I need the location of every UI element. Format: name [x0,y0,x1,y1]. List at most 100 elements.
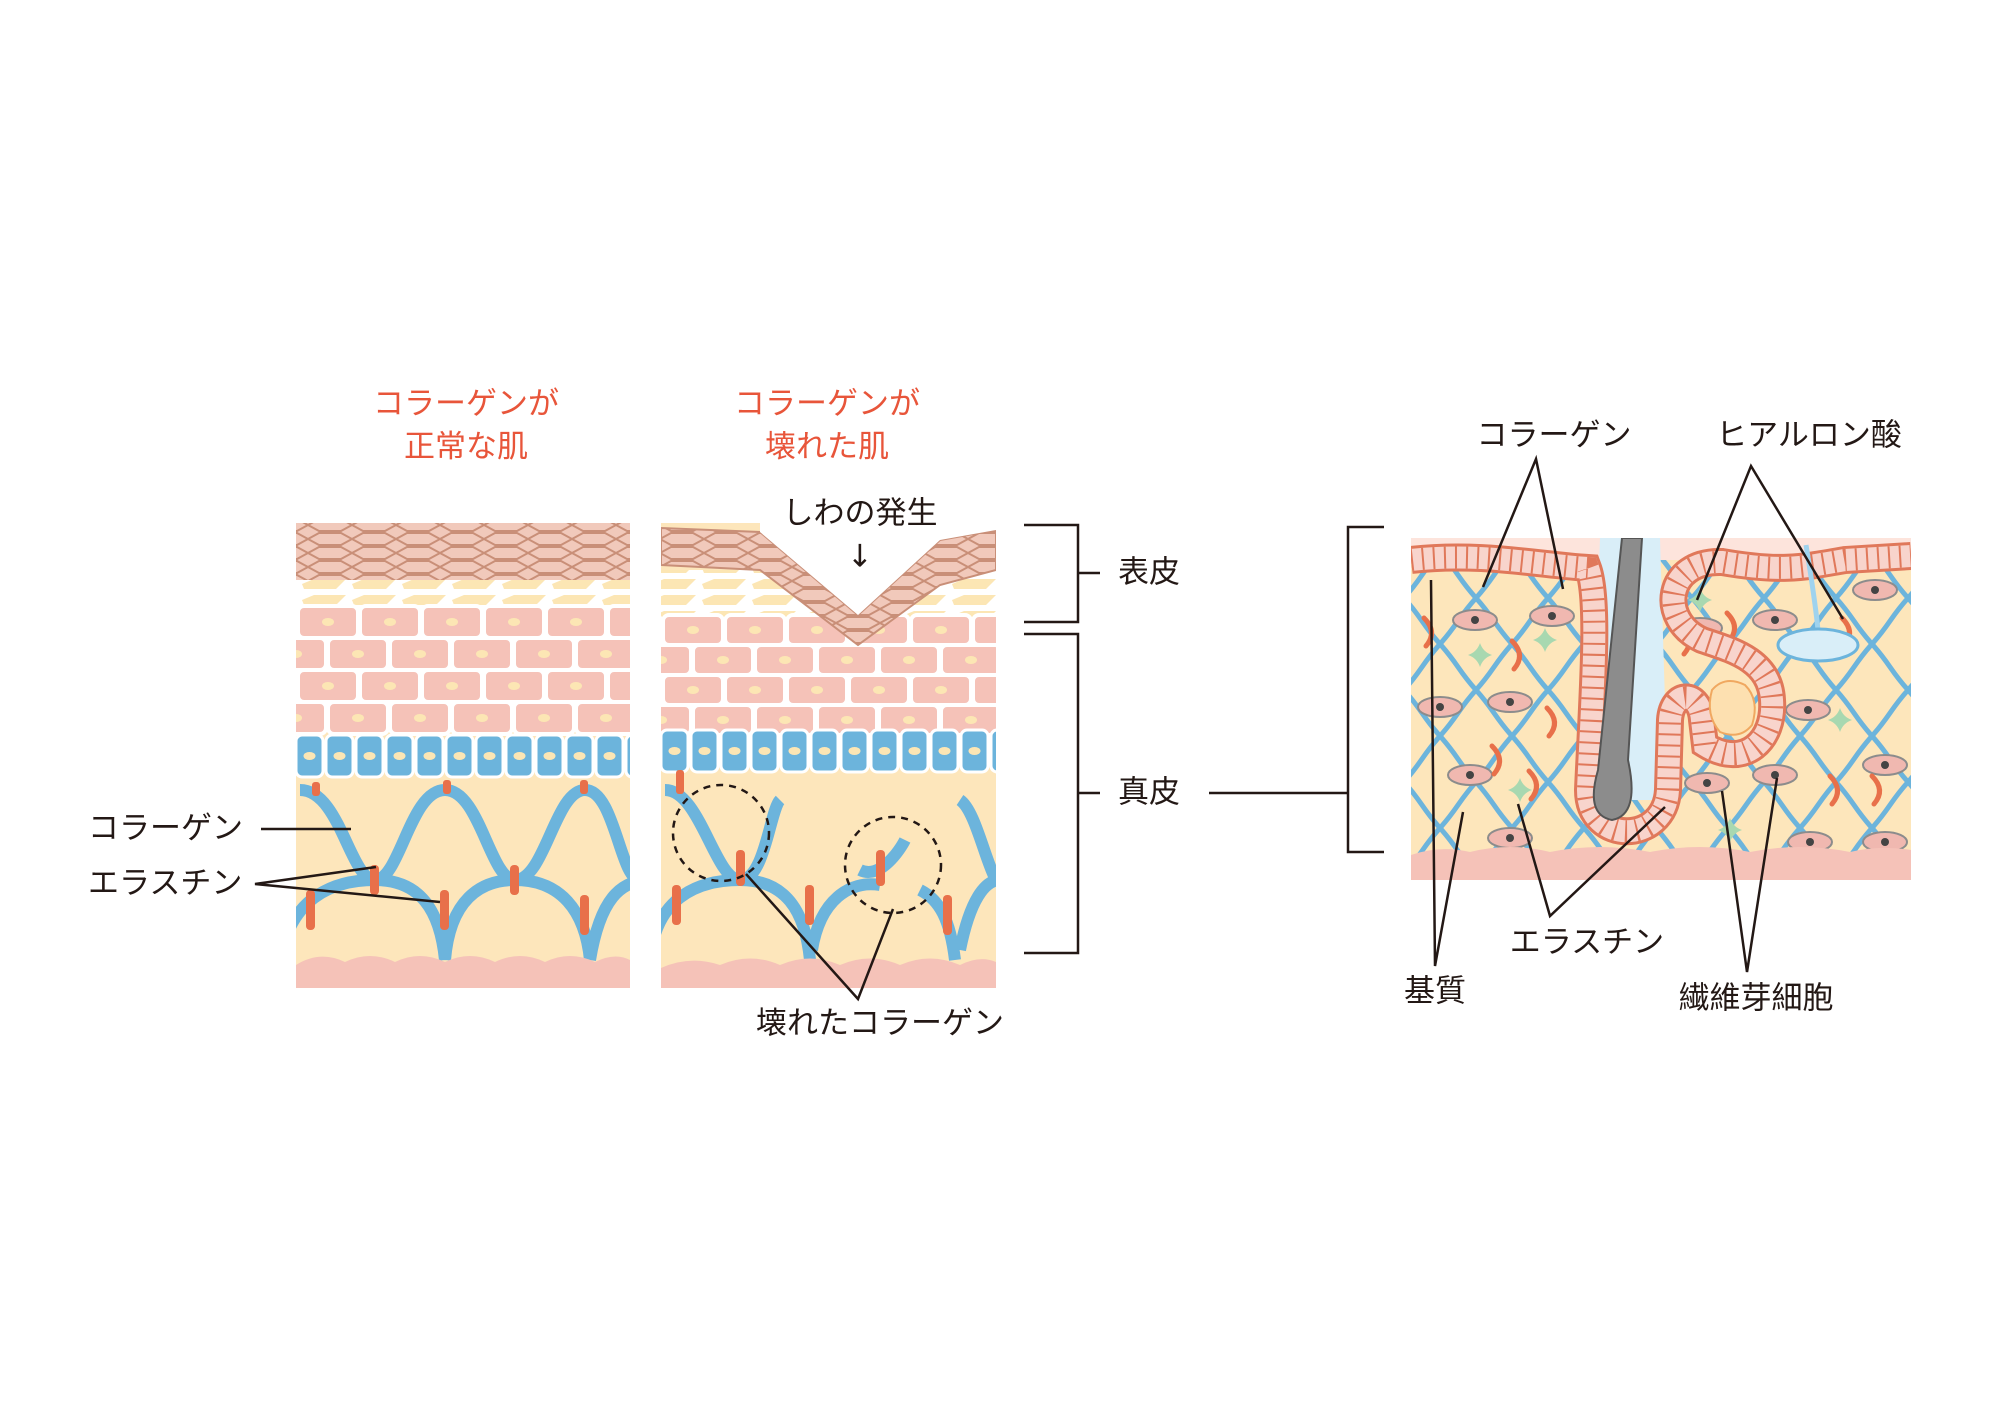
label-broken-collagen: 壊れたコラーゲン [756,1005,1004,1042]
title-damaged-skin: コラーゲンが 壊れた肌 [734,383,920,470]
cell-nucleus [363,752,376,760]
cell-nucleus [935,686,947,694]
spinous-cell [971,673,996,707]
cell-nucleus [303,752,316,760]
elastin-fiber [1544,705,1557,739]
layer-brackets [1024,523,1384,955]
cell-nucleus [717,656,729,664]
cell-nucleus [476,714,488,722]
fibroblast-nucleus [1436,703,1444,711]
cell-nucleus [260,682,272,690]
label-fibroblast: 繊維芽細胞 [1678,980,1834,1017]
cell-nucleus [811,626,823,634]
label-dermis: 真皮 [1118,774,1180,811]
fibroblast-nucleus [1506,834,1514,842]
elastin-fiber [1869,773,1882,807]
fibroblast-nucleus [1771,771,1779,779]
cell-nucleus [393,752,406,760]
cell-nucleus [779,656,791,664]
hyaluronic-acid-mark [1468,643,1492,667]
cell-nucleus [908,747,921,755]
cell-nucleus [508,618,520,626]
cell-nucleus [999,747,1011,755]
label-matrix: 基質 [1404,973,1466,1010]
cell-nucleus [632,618,644,626]
spinous-cell [606,668,630,704]
leader-lines-left [254,827,895,1002]
basal-cell [624,733,630,779]
cell-nucleus [903,656,915,664]
cell-nucleus [848,747,861,755]
hyaluronic-acid-mark [1508,778,1532,802]
cell-nucleus [600,714,612,722]
cell-nucleus [698,747,711,755]
label-wrinkle: しわの発生 [782,495,938,532]
label-collagen-right: コラーゲン [1476,417,1632,454]
cell-nucleus [333,752,346,760]
fibroblast-nucleus [1703,779,1711,787]
cell-nucleus [476,650,488,658]
cell-nucleus [758,747,771,755]
cell-nucleus [873,686,885,694]
cell-nucleus [322,618,334,626]
cell-nucleus [352,650,364,658]
damaged-skin-panel [661,523,1011,988]
title-normal-skin: コラーゲンが 正常な肌 [373,383,559,470]
cell-nucleus [687,626,699,634]
cell-nucleus [453,752,466,760]
cell-nucleus [668,747,681,755]
spinous-cell [296,670,298,702]
cell-nucleus [788,747,801,755]
cell-nucleus [935,626,947,634]
cell-nucleus [661,716,667,724]
cell-nucleus [446,618,458,626]
normal-skin-panel [260,523,644,988]
cell-nucleus [423,752,436,760]
cell-nucleus [573,752,586,760]
cell-nucleus [632,682,644,690]
label-collagen-left: コラーゲン [88,810,243,847]
cell-nucleus [903,716,915,724]
label-elastin-left: エラスチン [88,865,243,902]
elastin-fiber [1827,773,1840,807]
spinous-cell [606,604,630,640]
cell-nucleus [661,656,667,664]
basal-cell [989,728,996,774]
cell-nucleus [749,686,761,694]
cell-nucleus [603,752,616,760]
cell-nucleus [352,714,364,722]
fibroblast-nucleus [1881,838,1889,846]
title-normal-line2: 正常な肌 [404,429,528,466]
cell-nucleus [296,714,302,722]
hyaluronic-acid-mark [1718,818,1742,842]
fibroblast-nucleus [1506,698,1514,706]
cell-nucleus [483,752,496,760]
cell-nucleus [687,686,699,694]
spinous-cell [971,613,996,647]
cell-nucleus [260,618,272,626]
elastin-fiber [1509,638,1522,672]
cell-nucleus [968,747,981,755]
cell-nucleus [538,650,550,658]
cell-nucleus [728,747,741,755]
cell-nucleus [600,650,612,658]
cell-nucleus [508,682,520,690]
cell-nucleus [446,682,458,690]
cell-nucleus [570,682,582,690]
title-normal-line1: コラーゲンが [373,386,559,422]
spinous-cell [296,606,298,638]
label-elastin-right: エラスチン [1509,924,1665,961]
fibroblast-nucleus [1466,771,1474,779]
cell-nucleus [538,714,550,722]
title-damaged-line2: 壊れた肌 [765,429,889,466]
fibroblast-nucleus [1881,761,1889,769]
broken-collagen-circle [671,783,771,883]
fibroblast-nucleus [1806,838,1814,846]
hyaluronic-acid-mark [1688,588,1712,612]
cell-nucleus [717,716,729,724]
cell-nucleus [938,747,951,755]
broken-collagen-circle [843,815,943,915]
cell-nucleus [841,716,853,724]
wrinkle-arrow-icon: ↓ [847,538,873,575]
